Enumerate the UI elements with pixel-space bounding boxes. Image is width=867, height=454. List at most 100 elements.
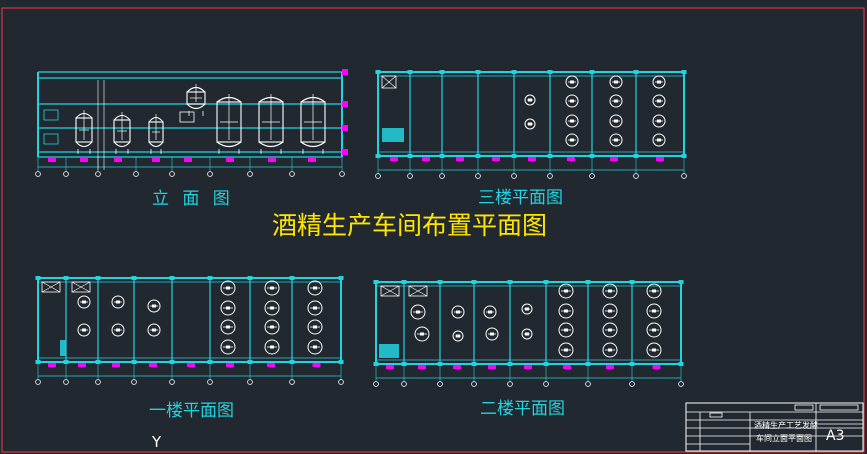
door-marker [453, 365, 461, 369]
equipment-box [41, 281, 61, 293]
tank-agitator [313, 306, 317, 310]
door-marker [267, 363, 275, 367]
first-floor-plan [35, 276, 344, 385]
tank-plan-circle [264, 280, 280, 296]
tank-agitator [608, 328, 612, 332]
tank-plan-circle [524, 118, 536, 130]
tank-plan-circle [558, 322, 574, 338]
axis-bubble [633, 173, 639, 179]
tank-agitator [416, 310, 420, 314]
tank-plan-circle [521, 303, 533, 315]
tank-agitator [270, 345, 274, 349]
tank-agitator [657, 80, 661, 84]
tank-plan-circle [646, 342, 662, 358]
tank-plan-circle [220, 280, 236, 296]
axis-bubble [471, 381, 477, 387]
axis-bubble [63, 171, 69, 177]
tank-agitator [456, 334, 460, 338]
axis-bubble [169, 379, 175, 385]
column [678, 280, 684, 284]
tank-agitator [152, 304, 156, 308]
axis-bubble [407, 173, 413, 179]
axis-bubble [511, 173, 517, 179]
elevation-label: 立 面 图 [152, 189, 234, 209]
tank-agitator [525, 332, 529, 336]
tank-agitator [82, 300, 86, 304]
axis-bubble [543, 381, 549, 387]
column [585, 280, 591, 284]
axis-bubble [95, 379, 101, 385]
tank-agitator [226, 286, 230, 290]
elevation-view [35, 69, 348, 177]
column [375, 70, 381, 74]
door-marker [386, 365, 394, 369]
door-marker [528, 157, 536, 161]
axis-bubble [133, 171, 139, 177]
column [95, 276, 101, 280]
column [169, 276, 175, 280]
stair-block [379, 344, 399, 358]
tank-agitator [652, 309, 656, 313]
equipment-box [71, 281, 91, 293]
tank-agitator [226, 306, 230, 310]
axis-bubble [95, 171, 101, 177]
door-marker [390, 157, 398, 161]
axis-bubble [375, 173, 381, 179]
fermenter-bottom [300, 141, 326, 148]
tank-agitator [313, 286, 317, 290]
level-marker [342, 69, 348, 75]
tank-plan-circle [451, 305, 465, 319]
tank-agitator [226, 345, 230, 349]
tank-agitator [652, 328, 656, 332]
level-marker [342, 101, 348, 107]
tank-plan-circle [521, 328, 533, 340]
tank-plan-circle [558, 283, 574, 299]
second-floor-label: 二楼平面图 [480, 399, 565, 419]
stair-block [382, 128, 404, 142]
axis-bubble [289, 379, 295, 385]
tank-agitator [270, 306, 274, 310]
column [681, 70, 687, 74]
axis-mark: Y [152, 433, 162, 451]
tank-plan-circle [147, 323, 161, 337]
column [338, 276, 344, 280]
axis-bubble [547, 173, 553, 179]
tank-plan-circle [565, 133, 579, 147]
tank-agitator [525, 307, 529, 311]
tank-agitator [652, 348, 656, 352]
door-marker [78, 363, 86, 367]
sheet-size: A3 [826, 428, 845, 444]
tank-plan-circle [264, 300, 280, 316]
tank-plan-circle [307, 280, 323, 296]
small-vessel-bottom [75, 141, 93, 148]
door-marker [312, 363, 321, 367]
tank-plan-circle [652, 94, 666, 108]
column [35, 276, 41, 280]
tank-plan-circle [307, 339, 323, 355]
tank-agitator [270, 286, 274, 290]
tank-plan-circle [602, 322, 618, 338]
tank-plan-circle [646, 283, 662, 299]
door-marker [652, 365, 661, 369]
axis-bubble [475, 173, 481, 179]
third-floor-plan [375, 70, 687, 179]
tank-agitator [608, 309, 612, 313]
title-block [685, 402, 864, 452]
door-marker [308, 158, 316, 162]
fermenter-bottom [258, 141, 284, 148]
tank-plan-circle [609, 133, 623, 147]
column [439, 70, 445, 74]
column [407, 70, 413, 74]
tank-plan-circle [565, 114, 579, 128]
drawing-border [1, 7, 865, 453]
axis-bubble [207, 379, 213, 385]
tank-plan-circle [77, 323, 91, 337]
door-marker [606, 365, 614, 369]
third-floor-label: 三楼平面图 [478, 188, 563, 208]
tank-agitator [490, 332, 494, 336]
column [289, 276, 295, 280]
tank-agitator [614, 138, 618, 142]
first-floor-label: 一楼平面图 [149, 401, 234, 421]
tank-plan-circle [609, 75, 623, 89]
